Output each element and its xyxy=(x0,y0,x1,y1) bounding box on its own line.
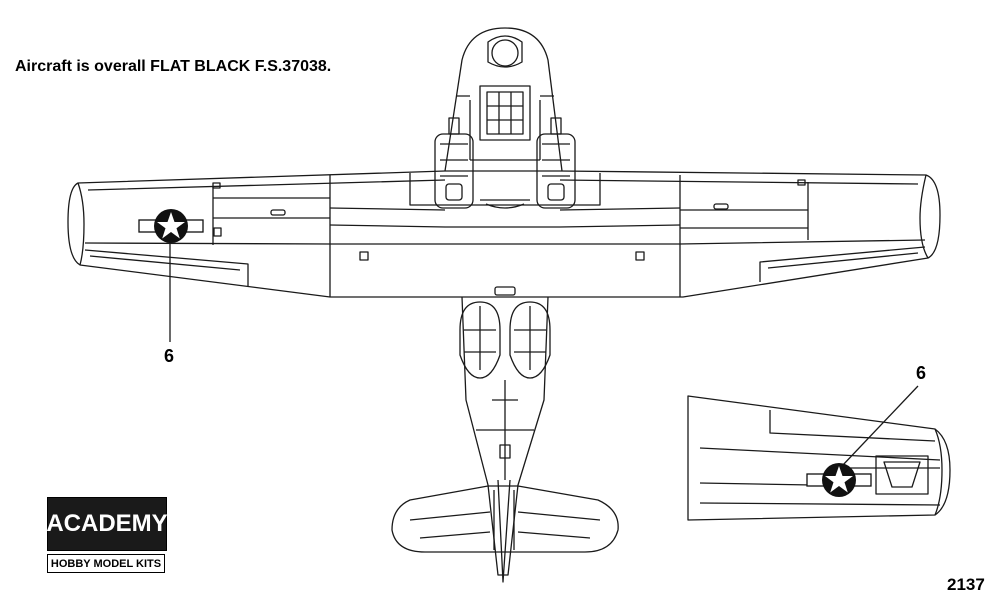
wing-inspection-panel xyxy=(270,209,286,216)
waist-blister-right-frame xyxy=(514,306,546,370)
wing-inspection-panel xyxy=(797,179,806,186)
pylon-fairing xyxy=(480,199,530,209)
wing-leading-edge-line xyxy=(87,179,919,191)
horizontal-stabilizer xyxy=(391,485,619,553)
nose-turret xyxy=(487,35,523,68)
aileron-right xyxy=(759,246,926,282)
logo-tagline: HOBBY MODEL KITS xyxy=(47,554,165,573)
wing-tip-right xyxy=(919,174,929,259)
aileron-left xyxy=(84,249,249,287)
wing-center-lines xyxy=(329,207,681,228)
wing-inspection-panel xyxy=(635,251,645,261)
wing-panel-line-2 xyxy=(213,197,808,229)
insignia-detail-wing xyxy=(806,463,872,497)
engine-nacelle-left xyxy=(434,117,474,209)
color-instruction-note: Aircraft is overall FLAT BLACK F.S.37038… xyxy=(15,58,332,75)
main-wing-outline xyxy=(67,170,941,298)
detail-wing-tip xyxy=(934,428,943,516)
detail-wing-aileron xyxy=(769,410,936,442)
academy-logo: ACADEMY HOBBY MODEL KITS xyxy=(46,497,168,575)
nose-turret-glass xyxy=(491,39,519,67)
detail-wing-panel-inner xyxy=(883,461,921,488)
kit-number: 2137 xyxy=(947,575,985,594)
callout-detail-insignia: 6 xyxy=(916,363,927,383)
waist-blister-left-frame xyxy=(464,306,496,370)
waist-blister-left xyxy=(459,301,501,379)
detail-wing-outline xyxy=(687,395,951,521)
leader-line-detail xyxy=(841,385,919,467)
tail-center-lines xyxy=(493,490,515,550)
aileron-left-detail xyxy=(89,255,241,271)
detail-wing-lines xyxy=(699,447,941,506)
hull-hatch xyxy=(494,286,516,296)
vertical-fin xyxy=(497,479,511,583)
cockpit-rail xyxy=(469,100,541,161)
logo-brand: ACADEMY xyxy=(46,497,168,551)
callout-wing-insignia: 6 xyxy=(164,346,175,366)
wing-inspection-panel xyxy=(713,203,729,210)
wing-center-panel xyxy=(409,173,601,206)
aileron-right-detail xyxy=(767,252,919,269)
wing-panel-line-1 xyxy=(212,175,809,297)
wing-inspection-panel xyxy=(213,227,222,237)
nose-outline xyxy=(444,27,563,172)
insignia-wing-left xyxy=(138,209,204,243)
elevator-lines xyxy=(409,511,601,539)
engine-nacelle-right xyxy=(536,117,576,209)
cockpit-frame xyxy=(479,85,531,141)
wing-spar-line xyxy=(84,239,926,245)
wing-inspection-panel xyxy=(359,251,369,261)
waist-blister-right xyxy=(509,301,551,379)
cockpit-glazing xyxy=(486,91,524,135)
wing-inspection-panel xyxy=(212,182,221,189)
detail-wing-panel xyxy=(875,455,929,495)
wing-tip-left xyxy=(77,182,85,266)
